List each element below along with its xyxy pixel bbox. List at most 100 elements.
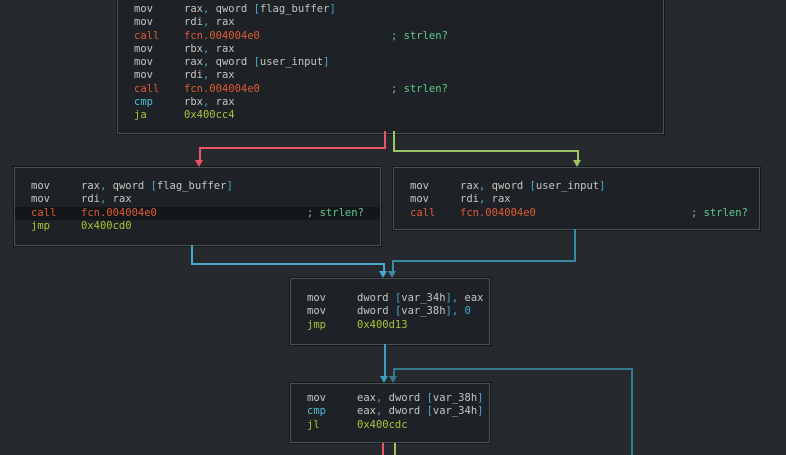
edge-jmp-init-to-condition-arrowhead bbox=[380, 376, 388, 383]
operand-token: , bbox=[375, 392, 389, 404]
operand-token: dword bbox=[357, 305, 395, 318]
mnemonic: call bbox=[134, 29, 160, 42]
operand-token: eax bbox=[464, 292, 484, 304]
mnemonic: mov bbox=[31, 180, 50, 192]
operand-token: , bbox=[478, 193, 492, 206]
mnemonic: jmp bbox=[307, 318, 326, 331]
mnemonic: cmp bbox=[134, 96, 153, 109]
edge-jmp-flag-to-loop-init bbox=[191, 245, 193, 265]
edge-fall-user-to-loop-init-arrowhead bbox=[388, 271, 396, 278]
operand-token: ] bbox=[445, 305, 452, 318]
edge-fall-user-to-loop-init bbox=[574, 229, 576, 262]
edge-jmp-init-to-condition bbox=[384, 344, 386, 378]
operand-token: dword bbox=[388, 392, 427, 404]
mnemonic: jl bbox=[307, 418, 320, 431]
edge-condition-false-stub bbox=[382, 443, 384, 455]
operand-token: eax bbox=[357, 392, 376, 404]
operand-token: flag_buffer bbox=[259, 3, 330, 15]
edge-true-to-user-strlen bbox=[393, 150, 579, 152]
operand-token: rax bbox=[460, 180, 479, 192]
operand-token: rdi bbox=[460, 193, 479, 206]
operand-token: dword bbox=[388, 405, 427, 418]
operand-token: user_input bbox=[535, 180, 600, 192]
edge-false-to-flag-strlen bbox=[384, 131, 386, 149]
operand-token: , bbox=[99, 193, 113, 206]
operand-token: rax bbox=[215, 16, 235, 29]
operand-token: 0x400cd0 bbox=[81, 219, 132, 232]
operand-token: rax bbox=[112, 193, 132, 206]
operand-token: [ bbox=[150, 180, 157, 192]
edge-true-to-user-strlen bbox=[393, 131, 395, 152]
mnemonic: ja bbox=[134, 109, 147, 122]
operand-token: [ bbox=[253, 3, 260, 15]
edge-fall-user-to-loop-init bbox=[392, 260, 576, 262]
edge-true-to-user-strlen-arrowhead bbox=[573, 160, 581, 167]
edge-loop-back-to-condition bbox=[393, 368, 395, 377]
operand-token: qword bbox=[215, 56, 254, 69]
operand-token: rax bbox=[215, 96, 235, 109]
inline-comment: ; strlen? bbox=[691, 206, 748, 219]
operand-token: qword bbox=[112, 180, 151, 192]
operand-token: [ bbox=[426, 405, 433, 418]
operand-token: rdi bbox=[184, 16, 203, 29]
operand-token: fcn.004004e0 bbox=[81, 206, 157, 219]
operand-token: var_34h bbox=[401, 292, 446, 304]
operand-token: eax bbox=[357, 405, 376, 418]
operand-token: ] bbox=[445, 292, 452, 304]
mnemonic: mov bbox=[410, 180, 429, 192]
instruction-row[interactable]: call fcn.004004e0 ; strlen? bbox=[118, 30, 663, 43]
edge-fall-user-to-loop-init bbox=[392, 260, 394, 272]
mnemonic: cmp bbox=[307, 405, 326, 418]
mnemonic: call bbox=[31, 206, 57, 219]
mnemonic: mov bbox=[307, 305, 326, 318]
operand-token: , bbox=[451, 305, 465, 318]
operand-token: rax bbox=[215, 69, 235, 82]
mnemonic: mov bbox=[134, 42, 153, 55]
operand-token: , bbox=[99, 180, 113, 192]
edge-true-to-user-strlen bbox=[577, 150, 579, 161]
operand-token: rdi bbox=[184, 69, 203, 82]
inline-comment: ; strlen? bbox=[391, 29, 448, 42]
edge-loop-back-to-condition-arrowhead bbox=[389, 376, 397, 383]
operand-token: [ bbox=[426, 392, 433, 404]
mnemonic: mov bbox=[134, 3, 153, 15]
operand-token: [ bbox=[253, 56, 260, 69]
edge-jmp-flag-to-loop-init bbox=[383, 263, 385, 272]
edge-jmp-flag-to-loop-init bbox=[191, 263, 385, 265]
operand-token: fcn.004004e0 bbox=[184, 29, 260, 42]
operand-token: ] bbox=[599, 180, 606, 192]
operand-token: rdi bbox=[81, 193, 100, 206]
operand-token: user_input bbox=[259, 56, 324, 69]
operand-token: dword bbox=[357, 292, 395, 304]
operand-token: rax bbox=[491, 193, 511, 206]
operand-token: ] bbox=[226, 180, 233, 192]
operand-token: rax bbox=[184, 56, 203, 69]
